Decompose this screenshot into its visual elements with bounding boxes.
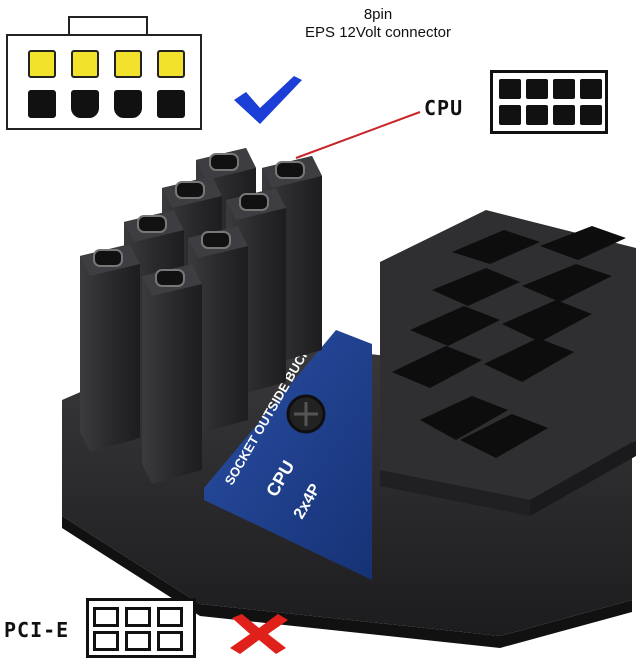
male-pin-tower: [188, 226, 248, 434]
pcie-pin: [93, 631, 119, 651]
leader-line: [295, 111, 421, 159]
pcb-board: [204, 330, 372, 580]
female-socket: [392, 346, 482, 388]
female-socket: [410, 306, 500, 346]
female-socket: [522, 264, 612, 302]
cpu-pin: [526, 105, 548, 125]
pin-ground: [114, 90, 142, 118]
cpu-pin: [499, 105, 521, 125]
connector-latch: [68, 16, 148, 36]
pcie-label: PCI-E: [4, 618, 70, 642]
cpu-pin: [499, 79, 521, 99]
pin-12v: [157, 50, 185, 78]
cpu-pin: [580, 79, 602, 99]
connector-title: 8pin EPS 12Volt connector: [288, 6, 468, 42]
cpu-label: CPU: [424, 96, 464, 120]
pcie-pin: [93, 607, 119, 627]
pcie-pinout-diagram: [86, 598, 196, 658]
checkmark-icon: [234, 76, 302, 124]
female-housing-edge: [530, 440, 636, 516]
female-socket: [432, 268, 520, 306]
pin-ground: [71, 90, 99, 118]
pcie-pin: [157, 607, 183, 627]
cross-icon: [230, 614, 288, 654]
female-socket: [502, 300, 592, 342]
adapter-base-edge: [62, 516, 632, 648]
female-socket: [452, 230, 540, 264]
pin-12v: [114, 50, 142, 78]
female-socket: [540, 226, 626, 260]
pcie-pin: [125, 631, 151, 651]
cpu-pin: [553, 105, 575, 125]
male-pin-tower: [80, 244, 140, 452]
pin-ground: [28, 90, 56, 118]
male-pin-tower: [142, 264, 202, 484]
cpu-pinout-diagram: [490, 70, 608, 134]
female-socket: [484, 338, 574, 382]
pcie-pin: [157, 631, 183, 651]
pin-12v: [71, 50, 99, 78]
title-pin-count: 8pin: [363, 6, 393, 23]
cpu-pin: [580, 105, 602, 125]
pcie-pin: [125, 607, 151, 627]
female-socket: [420, 396, 508, 440]
eps-pinout-diagram: [6, 16, 202, 130]
pin-ground: [157, 90, 185, 118]
pin-12v: [28, 50, 56, 78]
cpu-pin: [553, 79, 575, 99]
title-connector-type: EPS 12Volt connector: [305, 24, 451, 41]
female-housing-bottom: [380, 470, 530, 516]
female-socket: [460, 414, 548, 458]
cpu-pin: [526, 79, 548, 99]
